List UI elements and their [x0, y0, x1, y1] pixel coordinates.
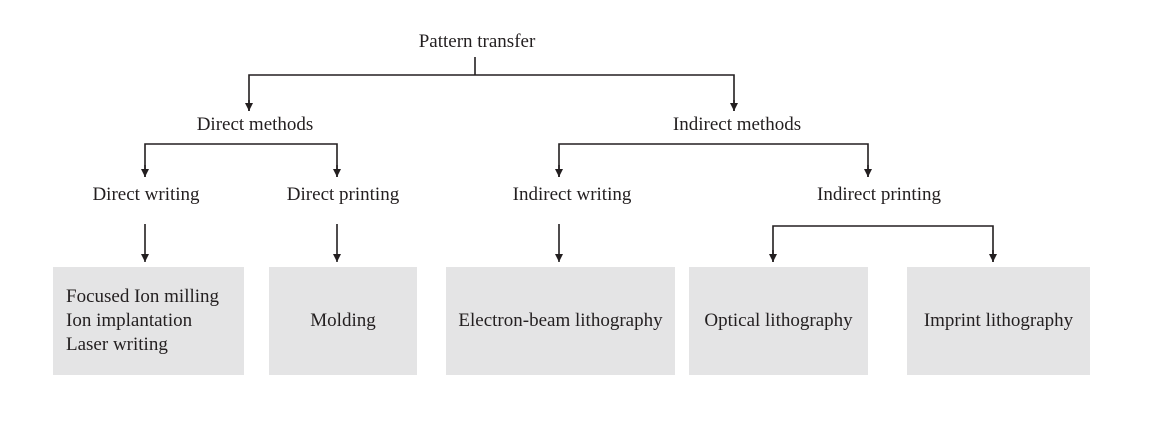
direct-printing-box: Molding	[269, 267, 417, 375]
ion-implantation-text: Ion implantation	[66, 310, 193, 331]
molding-text: Molding	[310, 310, 376, 331]
optical-lithography-box: Optical lithography	[689, 267, 868, 375]
root-bracket	[248, 74, 735, 111]
indirect-writing-box: Electron-beam lithography	[446, 267, 675, 375]
direct-methods-label: Direct methods	[196, 114, 314, 135]
laser-writing-text: Laser writing	[66, 334, 168, 355]
imprint-lithography-box: Imprint lithography	[907, 267, 1090, 375]
indirect-printing-bracket	[772, 225, 994, 262]
indirect-writing-label: Indirect writing	[512, 184, 632, 205]
direct-writing-box: Focused Ion milling Ion implantation Las…	[53, 267, 244, 375]
root-label: Pattern transfer	[418, 31, 536, 52]
direct-writing-label: Direct writing	[92, 184, 200, 205]
imprint-lithography-text: Imprint lithography	[923, 310, 1074, 331]
indirect-printing-label: Indirect printing	[817, 184, 941, 205]
focused-ion-milling-text: Focused Ion milling	[66, 286, 220, 307]
direct-bracket	[144, 143, 338, 177]
direct-printing-label: Direct printing	[286, 184, 400, 205]
indirect-bracket	[558, 143, 869, 177]
electron-beam-lithography-text: Electron-beam lithography	[458, 310, 663, 331]
indirect-methods-label: Indirect methods	[672, 114, 802, 135]
optical-lithography-text: Optical lithography	[704, 310, 853, 331]
